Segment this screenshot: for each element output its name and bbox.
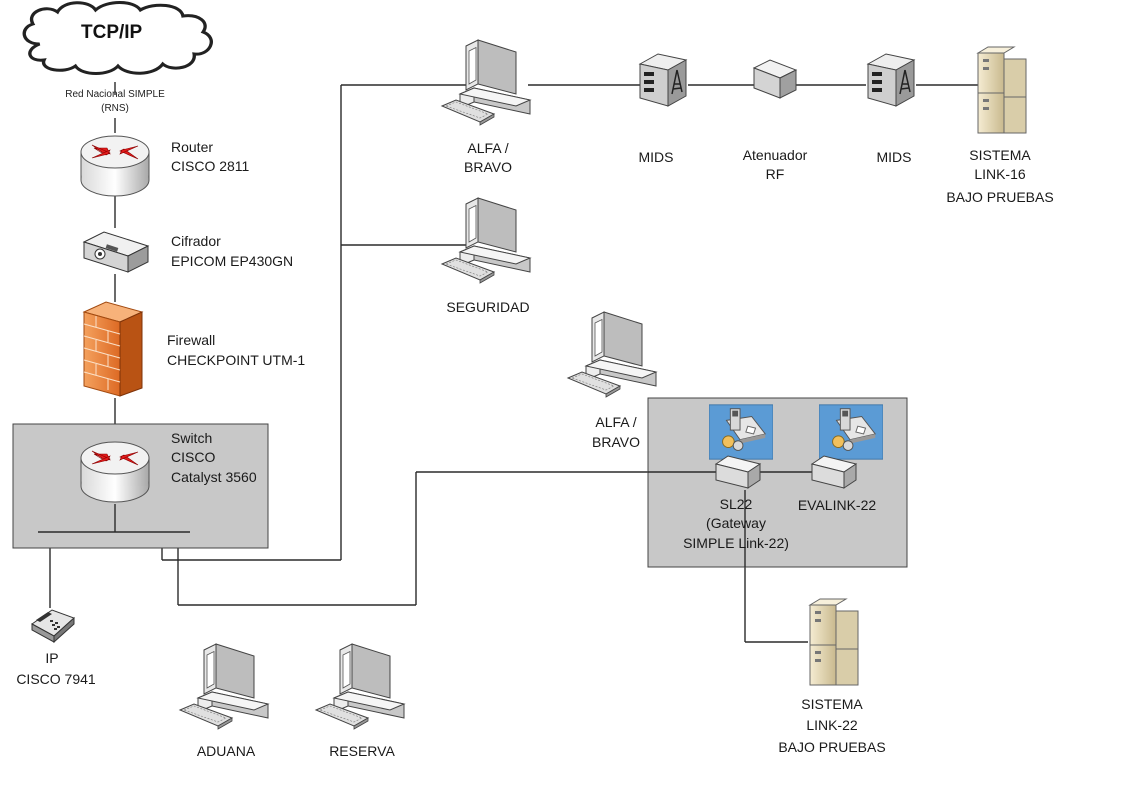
pc-aduana-icon [179,643,269,730]
phone-label-line1: IP [45,650,59,666]
server-link22-icon [809,598,859,686]
link22-label-line3: BAJO PRUEBAS [778,739,886,755]
atenuador-label-line1: Atenuador [742,147,808,163]
switch-label-line1: Switch [171,430,213,446]
pc-alfa-mid-label-line2: BRAVO [592,434,640,450]
router-label-line1: Router [171,139,214,155]
cloud-subtitle-line2: (RNS) [101,103,129,114]
evalink-software-tile-icon [819,404,883,460]
server-link16-icon [977,46,1027,134]
cifrador-label-line2: EPICOM EP430GN [171,253,294,269]
sl22-label-line3: SIMPLE Link-22) [683,535,789,551]
cifrador-label-line1: Cifrador [171,233,221,249]
router-icon [80,135,150,197]
pc-reserva-label: RESERVA [329,743,395,759]
sl22-software-tile-icon [709,404,773,460]
mids-left-icon [639,53,687,107]
link16-label-line3: BAJO PRUEBAS [946,189,1054,205]
sl22-device-icon [714,455,762,489]
switch-label-line3: Catalyst 3560 [171,469,257,485]
pc-reserva-icon [315,643,405,730]
link22-label-line1: SISTEMA [801,696,863,712]
router-label-line2: CISCO 2811 [171,158,250,174]
pc-alfa-top-label-line2: BRAVO [464,159,512,175]
pc-alfa-bravo-top-icon [441,39,531,126]
firewall-label-line2: CHECKPOINT UTM-1 [167,352,306,368]
link16-label-line2: LINK-16 [974,166,1026,182]
cloud-subtitle-line1: Red Nacional SIMPLE [65,89,165,100]
mids-right-label: MIDS [876,149,912,165]
switch-icon [80,441,150,503]
link22-label-line2: LINK-22 [806,717,858,733]
firewall-label-line1: Firewall [167,332,216,348]
evalink-device-icon [810,455,858,489]
pc-aduana-label: ADUANA [196,743,256,759]
pc-alfa-top-label-line1: ALFA / [467,140,509,156]
sl22-label-line1: SL22 [719,496,753,512]
pc-seguridad-label: SEGURIDAD [446,299,530,315]
pc-alfa-bravo-mid-icon [567,311,657,398]
switch-label-line2: CISCO [171,449,216,465]
pc-seguridad-icon [441,197,531,284]
tcpip-cloud-shape [22,1,213,75]
cloud-title: TCP/IP [81,22,143,43]
attenuator-icon [752,59,798,99]
ip-phone-icon [31,609,75,643]
atenuador-label-line2: RF [765,166,785,182]
mids-left-label: MIDS [638,149,674,165]
link16-label-line1: SISTEMA [969,147,1031,163]
firewall-icon [82,301,144,397]
mids-right-icon [867,53,915,107]
encryptor-icon [82,231,150,273]
sl22-label-line2: (Gateway [706,515,766,531]
phone-label-line2: CISCO 7941 [16,671,96,687]
evalink-label: EVALINK-22 [797,497,877,513]
pc-alfa-mid-label-line1: ALFA / [595,414,637,430]
